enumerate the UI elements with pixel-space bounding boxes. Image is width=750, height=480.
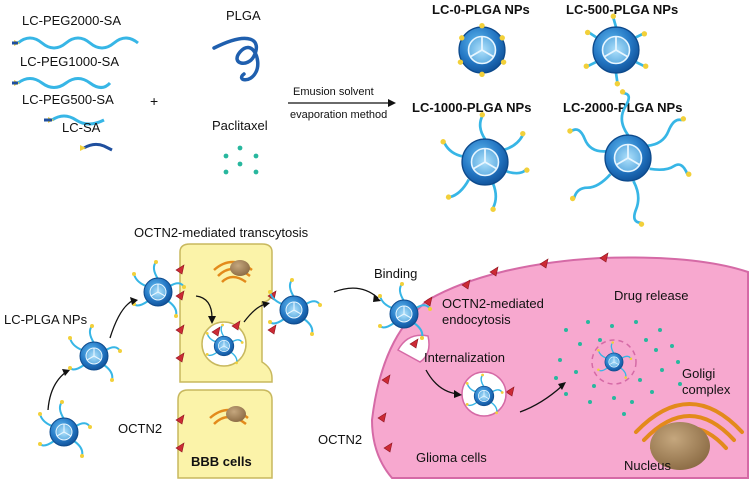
bbb-nucleus-top [230,260,250,276]
reagent-plga: PLGA [226,8,261,23]
lc-sa-chain [83,142,113,152]
paclitaxel-dots [223,145,259,175]
reagent-lc-peg500-sa: LC-PEG500-SA [22,92,114,107]
plga-polymer [212,36,260,82]
transcytosis-title: OCTN2-mediated transcytosis [134,225,309,240]
glioma-cells-label: Glioma cells [416,450,487,465]
lc-plga-nps-label: LC-PLGA NPs [4,312,88,327]
endocytosis-label-1: OCTN2-mediated [442,296,544,311]
bbb-nucleus-bottom [226,406,246,422]
drug-release-cluster [554,320,682,416]
internalization-label: Internalization [424,350,505,365]
bbb-cell-bottom [177,389,273,479]
bbb-cells-label: BBB cells [191,454,252,469]
method-label-line2: evaporation method [290,109,387,121]
glioma-nucleus [650,422,710,470]
reagent-paclitaxel: Paclitaxel [212,118,268,133]
method-label-line1: Emusion solvent [293,86,374,98]
np-lc-500 [583,13,649,87]
np-lc-1000 [440,112,530,212]
nanoparticles-group: LC-0-PLGA NPs LC-500-PLGA NPs [412,2,692,227]
reagents-group: LC-PEG2000-SA LC-PEG1000-SA LC-PEG500-SA… [12,8,268,175]
method-arrow-group: Emusion solvent evaporation method [288,86,396,121]
np-label-lc-0: LC-0-PLGA NPs [432,2,530,17]
reagent-lc-peg2000-sa: LC-PEG2000-SA [22,13,121,28]
np-label-lc-1000: LC-1000-PLGA NPs [412,100,531,115]
peg1000-chain [17,77,112,89]
pathway-np-4 [267,277,323,337]
nucleus-label: Nucleus [624,458,671,473]
np-label-lc-500: LC-500-PLGA NPs [566,2,678,17]
pathway-np-2 [67,323,123,383]
plus-sign: + [150,93,158,109]
peg500-chain [51,114,105,126]
np-lc-0 [457,23,507,77]
np-label-lc-2000: LC-2000-PLGA NPs [563,100,682,115]
octn2-label-left: OCTN2 [118,421,162,436]
endocytosis-label-2: endocytosis [442,312,511,327]
drug-release-label: Drug release [614,288,688,303]
reagent-lc-sa: LC-SA [62,120,101,135]
np-lc-2000 [567,89,692,227]
bbb-cells: BBB cells [177,243,273,479]
reagent-lc-peg1000-sa: LC-PEG1000-SA [20,54,119,69]
binding-label: Binding [374,266,417,281]
goligi-label-2: complex [682,382,731,397]
octn2-label-right: OCTN2 [318,432,362,447]
pathway-np-1 [37,399,93,459]
peg2000-chain [17,36,139,50]
goligi-label-1: Goligi [682,366,715,381]
